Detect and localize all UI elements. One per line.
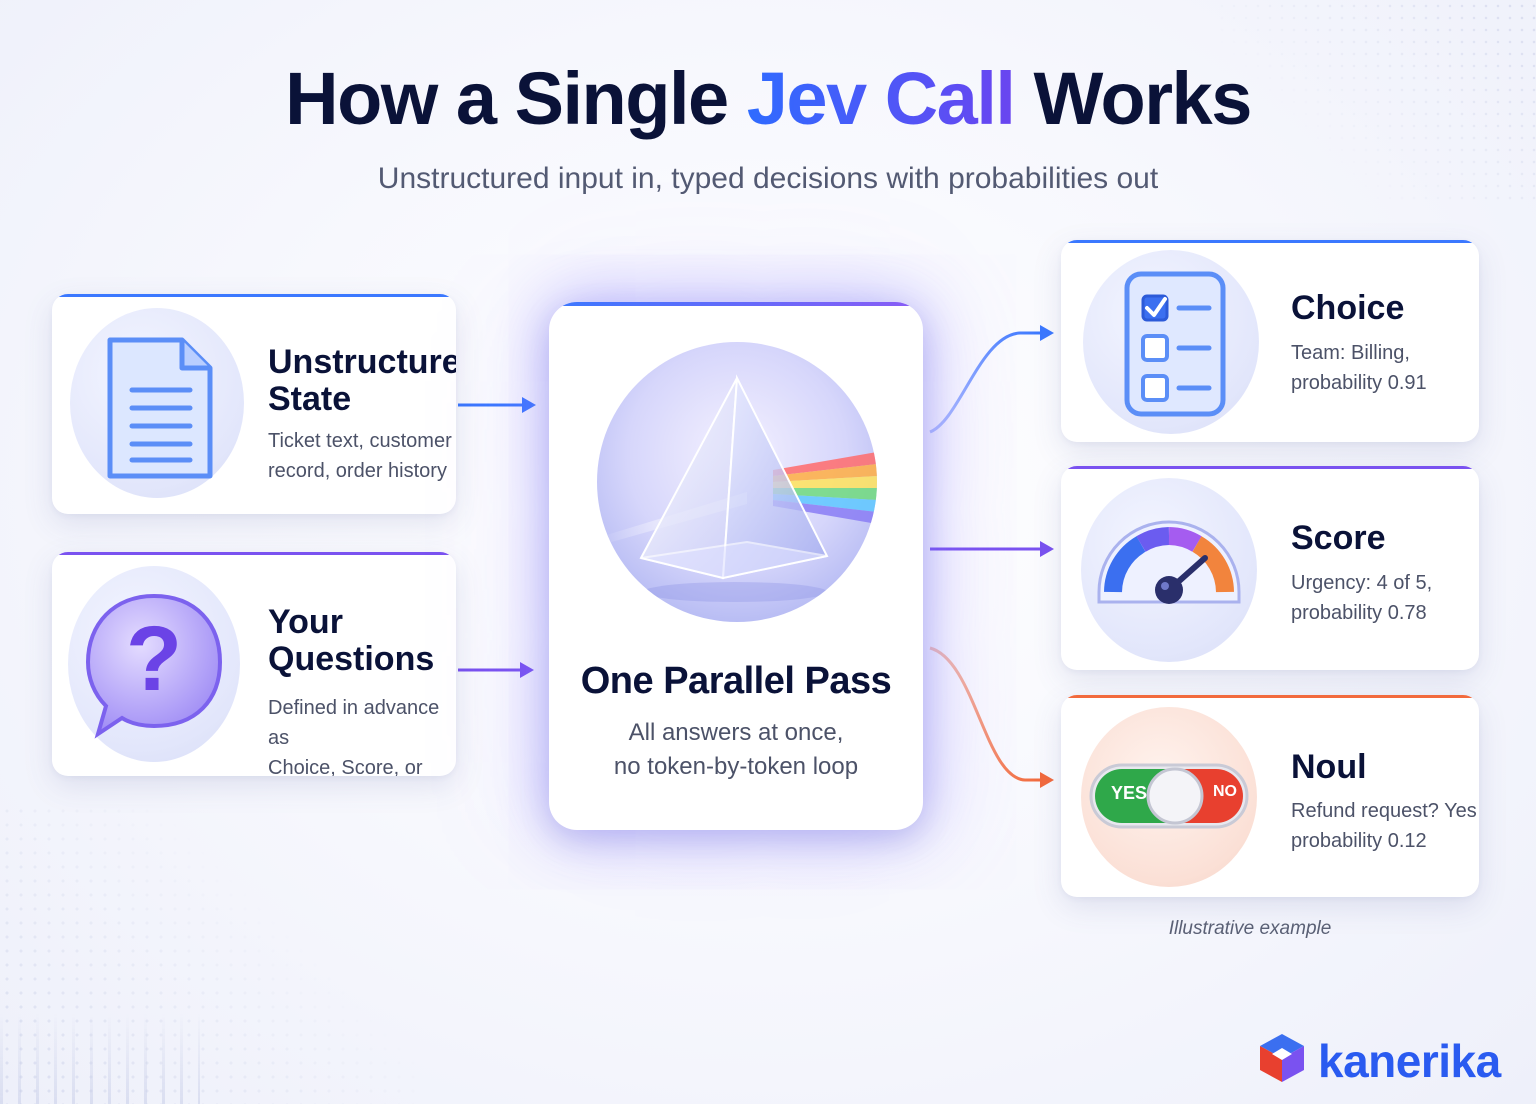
brand-logo: kanerika — [1254, 1030, 1514, 1090]
card-desc-line2: probability 0.78 — [1291, 602, 1427, 624]
title-part2: Works — [1014, 57, 1253, 140]
yes-no-toggle-icon: YES NO — [1081, 707, 1257, 887]
question-bubble-icon: ? — [68, 566, 240, 762]
card-desc-line1: Urgency: 4 of 5, — [1291, 572, 1433, 594]
card-desc-line1: Refund request? Yes — [1291, 800, 1477, 822]
card-title-line1: Unstructured — [268, 343, 456, 381]
document-icon — [70, 308, 244, 498]
arrow-center-to-noul — [929, 646, 1054, 788]
center-description: All answers at once, no token-by-token l… — [549, 716, 923, 784]
card-desc-line1: Ticket text, customer — [268, 430, 452, 452]
card-desc-line1: Team: Billing, — [1291, 342, 1410, 364]
title-part1: How a Single — [285, 57, 747, 140]
output-card-choice: Choice Team: Billing, probability 0.91 — [1061, 240, 1479, 442]
card-desc-line2: probability 0.91 — [1291, 372, 1427, 394]
input-card-your-questions: ? Your Questions Defined in advance as C… — [52, 552, 456, 776]
input-card-unstructured-state: Unstructured State Ticket text, customer… — [52, 294, 456, 514]
card-desc-line2: Choice, Score, or Noul — [268, 757, 423, 776]
brand-name: kanerika — [1318, 1035, 1501, 1087]
output-card-score: Score Urgency: 4 of 5, probability 0.78 — [1061, 466, 1479, 670]
card-desc-line1: Defined in advance as — [268, 697, 440, 749]
page-subtitle: Unstructured input in, typed decisions w… — [377, 162, 1159, 195]
title-highlight: Jev Call — [746, 57, 1016, 140]
page-title: How a Single Jev Call Works — [0, 56, 1536, 141]
gauge-icon — [1081, 478, 1257, 662]
card-description: Refund request? Yes probability 0.12 — [1291, 796, 1477, 856]
card-desc-line2: record, order history — [268, 460, 447, 482]
card-desc-line2: probability 0.12 — [1291, 830, 1427, 852]
card-description: Urgency: 4 of 5, probability 0.78 — [1291, 568, 1432, 628]
output-card-noul: YES NO Noul Refund request? Yes probabil… — [1061, 695, 1479, 897]
svg-text:?: ? — [126, 608, 182, 710]
card-accent-line — [1061, 695, 1479, 698]
prism-icon — [597, 342, 877, 622]
card-title: Choice — [1291, 289, 1405, 327]
card-description: Ticket text, customer record, order hist… — [268, 426, 452, 486]
card-title-line1: Your — [268, 603, 343, 641]
card-title-line2: State — [268, 380, 352, 418]
footnote: Illustrative example — [1168, 918, 1332, 939]
card-title: Your Questions — [268, 604, 434, 678]
toggle-yes-label: YES — [1111, 783, 1148, 803]
card-accent-line — [549, 302, 923, 306]
card-title: Unstructured State — [268, 344, 456, 418]
center-card-one-parallel-pass: One Parallel Pass All answers at once, n… — [549, 302, 923, 830]
card-accent-line — [1061, 466, 1479, 469]
toggle-no-label: NO — [1213, 783, 1237, 800]
card-accent-line — [52, 552, 456, 555]
card-description: Team: Billing, probability 0.91 — [1291, 338, 1427, 398]
card-title: Score — [1291, 519, 1386, 557]
card-description: Defined in advance as Choice, Score, or … — [268, 693, 456, 776]
card-accent-line — [52, 294, 456, 297]
arrow-state-to-center — [458, 397, 536, 413]
checklist-icon — [1083, 250, 1259, 434]
center-desc-line1: All answers at once, — [628, 719, 844, 746]
card-accent-line — [1061, 240, 1479, 243]
center-desc-line2: no token-by-token loop — [613, 753, 859, 780]
decor-stripes — [0, 1014, 200, 1104]
arrow-center-to-score — [930, 541, 1054, 557]
arrow-questions-to-center — [458, 662, 534, 678]
kanerika-cube-icon — [1260, 1034, 1304, 1082]
center-title: One Parallel Pass — [580, 660, 892, 702]
arrow-center-to-choice — [929, 325, 1054, 434]
card-title: Noul — [1291, 748, 1367, 786]
card-title-line2: Questions — [268, 640, 435, 678]
